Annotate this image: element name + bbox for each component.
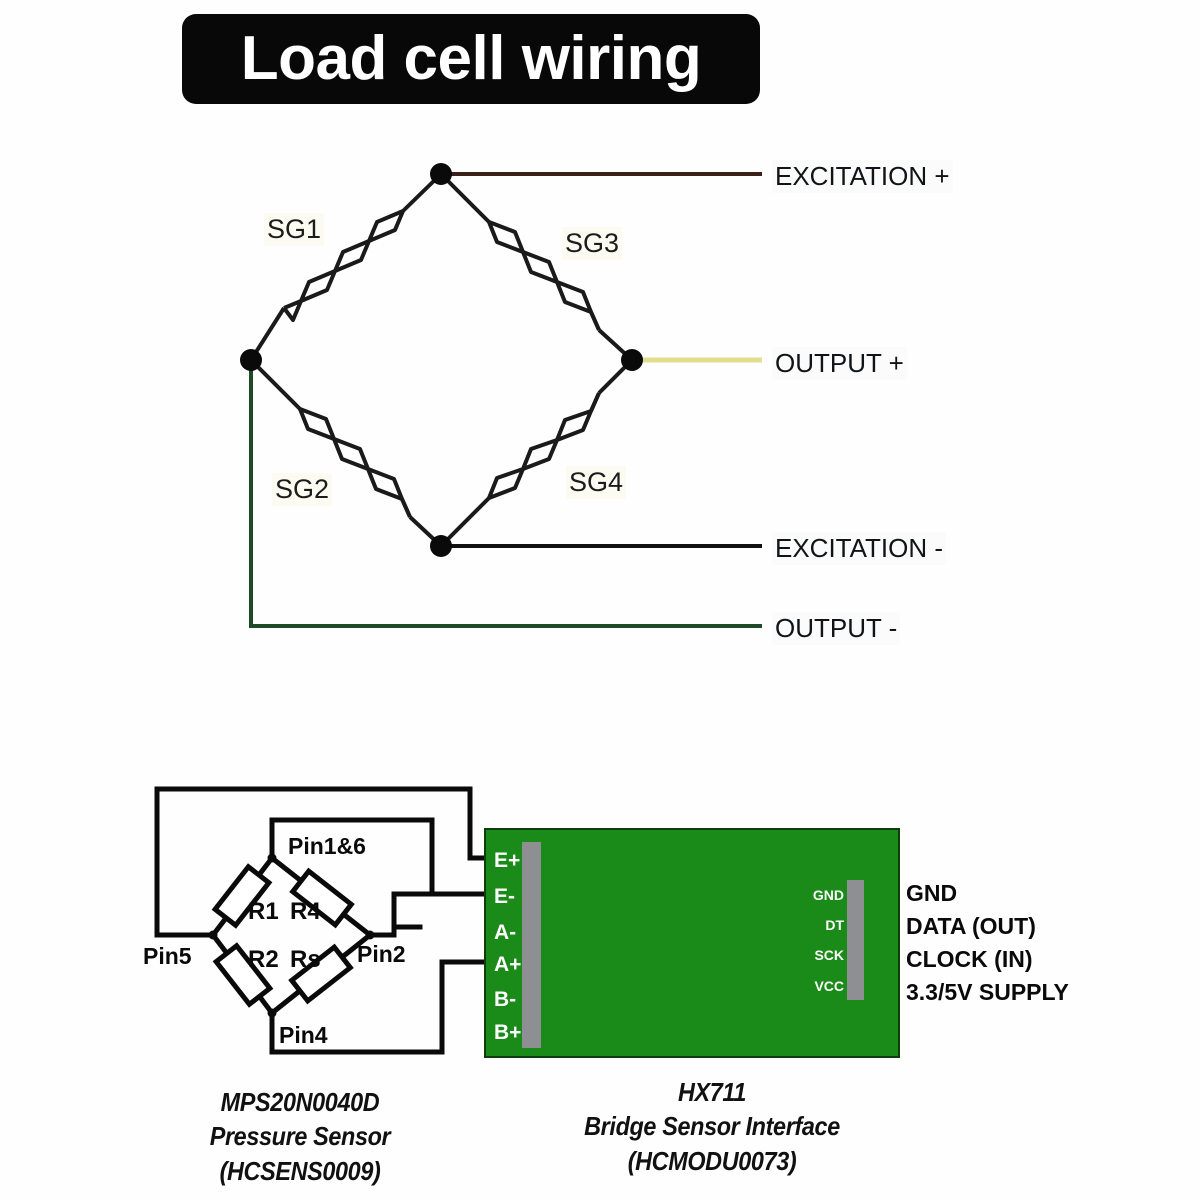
page-title: Load cell wiring [240,24,702,93]
wire-pin5-to-eplus [154,786,487,938]
hx711-board: E+ E- A- A+ B- B+ GND DT SCK VCC [484,828,900,1058]
pcb-pin-vcc: VCC [814,978,844,994]
label-sg1: SG1 [264,213,325,246]
node-excitation-minus [430,535,452,557]
label-r2: R2 [248,946,279,973]
label-pin5: Pin5 [143,943,192,969]
page-title-banner: Load cell wiring [182,14,760,104]
resistor-r4-symbol [289,867,355,929]
hx711-caption-line-1: HX711 [677,1077,747,1107]
label-pin4: Pin4 [279,1022,328,1048]
pcb-pin-e-minus: E- [494,885,515,908]
hx711-caption: HX711 Bridge Sensor Interface (HCMODU007… [532,1075,892,1178]
label-excitation-plus: EXCITATION + [772,160,953,193]
sensor-caption: MPS20N0040D Pressure Sensor (HCSENS0009) [165,1085,435,1188]
pcb-pin-b-plus: B+ [494,1021,522,1044]
pcb-pin-e-plus: E+ [494,849,521,872]
sensor-caption-line-2: Pressure Sensor [209,1121,391,1152]
node-pin2 [365,930,375,940]
sensor-caption-line-1: MPS20N0040D [220,1087,380,1117]
label-sg4: SG4 [566,466,627,499]
label-output-plus: OUTPUT + [772,347,907,380]
hx711-caption-line-3: (HCMODU0073) [627,1145,797,1176]
strain-gauge-sg4-symbol [439,358,634,548]
label-sg2: SG2 [272,473,333,506]
node-output-plus [621,349,643,371]
label-clock-description: CLOCK (IN) [906,946,1033,972]
label-rs: Rs [290,946,321,973]
label-r1: R1 [248,898,279,925]
pcb-pin-dt: DT [825,917,844,933]
label-output-minus: OUTPUT - [772,612,901,645]
resistor-r1-symbol [211,863,273,929]
node-pin4 [267,1008,277,1018]
label-r4: R4 [290,898,321,925]
resistor-r2-symbol [212,942,274,1008]
node-excitation-plus [430,163,452,185]
wire-pin4-to-aplus [269,959,487,1055]
pcb-pin-a-minus: A- [494,921,517,944]
pcb-pin-sck: SCK [814,947,844,963]
node-output-minus [240,349,262,371]
right-pin-header [847,880,864,1000]
pcb-pin-gnd: GND [812,887,844,903]
node-pin16 [267,853,277,863]
label-supply-description: 3.3/5V SUPPLY [906,979,1069,1005]
wire-pin2-to-aminus [367,891,435,938]
hx711-caption-line-2: Bridge Sensor Interface [584,1111,840,1142]
wire-pin16-to-eminus [269,817,487,897]
strain-gauge-sg3-symbol [439,172,634,362]
label-gnd-description: GND [906,880,958,906]
resistor-rs-symbol [288,943,354,1005]
sensor-caption-line-3: (HCSENS0009) [219,1155,381,1186]
pcb-pin-b-minus: B- [494,988,517,1011]
left-pin-header [522,842,541,1048]
label-sg3: SG3 [562,227,623,260]
label-excitation-minus: EXCITATION - [772,532,947,565]
wire-output-minus [249,360,762,628]
label-data-description: DATA (OUT) [906,913,1036,939]
pcb-pin-a-plus: A+ [494,953,522,976]
node-pin5 [208,930,218,940]
label-pin2: Pin2 [357,941,406,967]
label-pin16: Pin1&6 [288,833,366,859]
